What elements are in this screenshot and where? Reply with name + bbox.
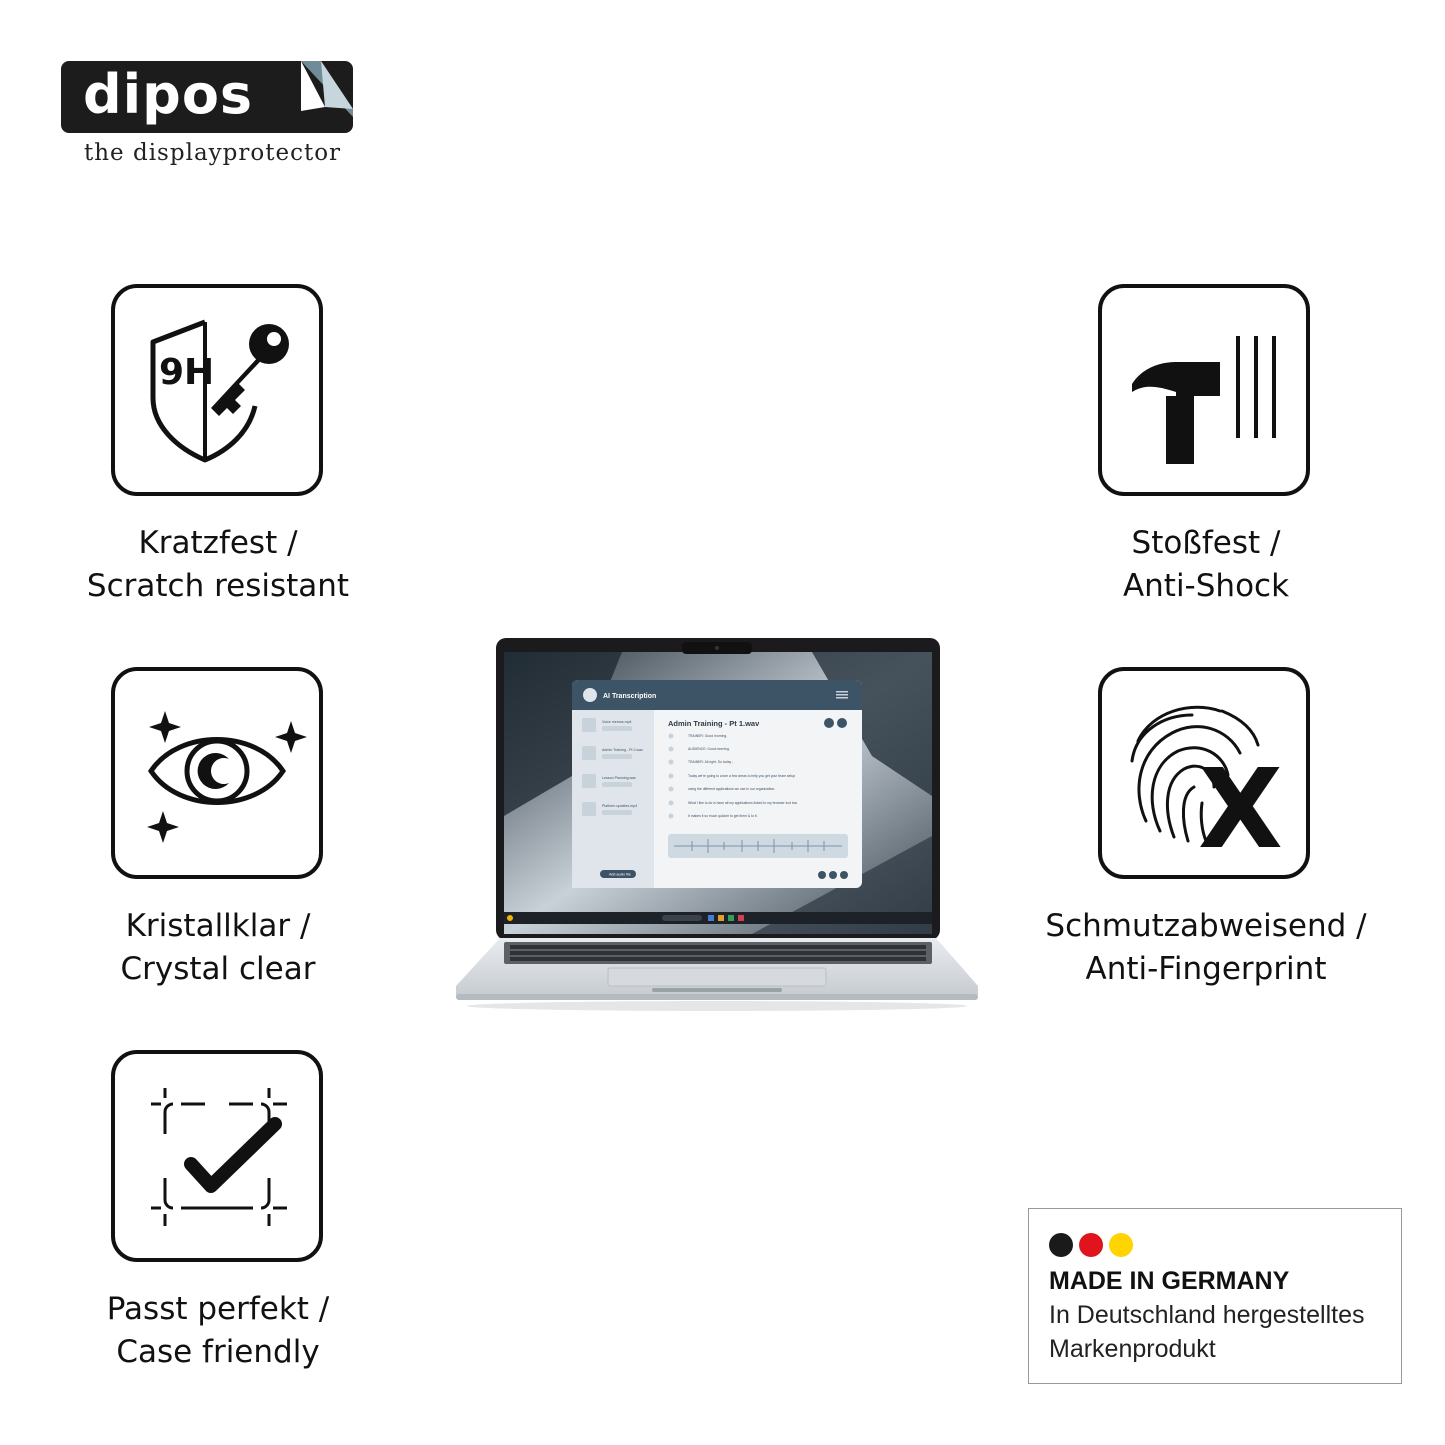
- feature-tile-case: [111, 1050, 323, 1262]
- flag-dot-red: [1079, 1233, 1103, 1257]
- svg-text:Voice memos.mp4: Voice memos.mp4: [602, 720, 632, 724]
- flag-dot-black: [1049, 1233, 1073, 1257]
- badge-line2: Markenprodukt: [1049, 1335, 1216, 1363]
- feature-caption-scratch: Kratzfest / Scratch resistant: [8, 522, 428, 608]
- feature-caption-case: Passt perfekt / Case friendly: [8, 1288, 428, 1374]
- check-frame-icon: [151, 1088, 287, 1226]
- feature-tile-shock: [1098, 284, 1310, 496]
- file-title: Admin Training - Pt 1.wav: [668, 719, 760, 728]
- flag-dot-gold: [1109, 1233, 1133, 1257]
- caption-line1: Schmutzabweisend /: [1045, 908, 1367, 944]
- svg-text:It makes it so much quicker to: It makes it so much quicker to get them …: [688, 814, 758, 818]
- feature-tile-fingerprint: X: [1098, 667, 1310, 879]
- svg-text:Lesson Planning.wav: Lesson Planning.wav: [602, 776, 636, 780]
- svg-text:using the different applicatio: using the different applications we use …: [688, 787, 775, 791]
- made-in-germany-badge: MADE IN GERMANY In Deutschland hergestel…: [1028, 1208, 1402, 1384]
- brand-tagline: the displayprotector: [84, 140, 342, 166]
- caption-line1: Passt perfekt /: [106, 1291, 330, 1327]
- feature-caption-clear: Kristallklar / Crystal clear: [8, 905, 428, 991]
- svg-text:Today we're going to cover a f: Today we're going to cover a few areas t…: [688, 774, 795, 778]
- app-title: AI Transcription: [603, 693, 656, 700]
- caption-line1: Stoßfest /: [1131, 525, 1281, 561]
- svg-text:What I like to do is have all: What I like to do is have all my applica…: [688, 801, 798, 805]
- caption-line1: Kratzfest /: [138, 525, 298, 561]
- svg-text:Platform updates.mp4: Platform updates.mp4: [602, 804, 637, 808]
- eye-icon: [147, 711, 307, 843]
- caption-line2: Anti-Shock: [1122, 568, 1290, 604]
- brand-logo: dipos: [61, 61, 353, 133]
- feature-caption-fingerprint: Schmutzabweisend / Anti-Fingerprint: [996, 905, 1416, 991]
- logo-wordmark: dipos: [83, 63, 254, 126]
- fingerprint-x-icon: X: [1130, 705, 1283, 873]
- caption-line2: Scratch resistant: [86, 568, 350, 604]
- feature-tile-clear: [111, 667, 323, 879]
- feature-tile-scratch: 9H: [111, 284, 323, 496]
- caption-line2: Anti-Fingerprint: [1085, 951, 1327, 987]
- caption-line1: Kristallklar /: [125, 908, 311, 944]
- laptop-image: AI Transcription Voice memos.mp4 Admin T…: [456, 638, 978, 1011]
- caption-line2: Crystal clear: [120, 951, 316, 987]
- svg-text:TRAINER: All right. So today -: TRAINER: All right. So today -: [688, 760, 733, 764]
- caption-line2: Case friendly: [116, 1334, 320, 1370]
- shield-key-icon: 9H: [150, 319, 289, 463]
- svg-text:Add audio file: Add audio file: [609, 873, 631, 877]
- svg-text:9H: 9H: [159, 352, 214, 393]
- svg-text:TRAINER: Good morning.: TRAINER: Good morning.: [688, 734, 727, 738]
- badge-line1: In Deutschland hergestelltes: [1049, 1301, 1365, 1329]
- svg-text:X: X: [1198, 745, 1283, 873]
- page-curl-icon: [301, 61, 353, 117]
- svg-text:Admin Training - Pt 2.wav: Admin Training - Pt 2.wav: [602, 748, 643, 752]
- badge-title: MADE IN GERMANY: [1049, 1267, 1290, 1295]
- feature-caption-shock: Stoßfest / Anti-Shock: [996, 522, 1416, 608]
- hammer-icon: [1132, 336, 1276, 464]
- svg-text:AUDIENCE: Good morning.: AUDIENCE: Good morning.: [688, 747, 730, 751]
